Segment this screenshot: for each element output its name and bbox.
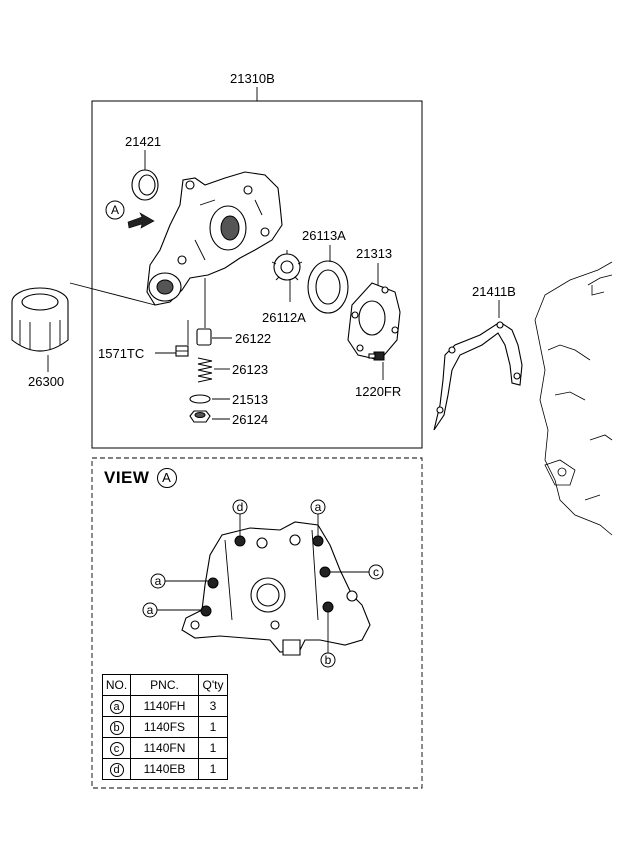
label-21421: 21421 bbox=[125, 134, 161, 149]
pump-cover-part bbox=[347, 282, 401, 361]
callout-a-bottom bbox=[142, 602, 158, 618]
view-title-marker: A bbox=[156, 468, 177, 488]
row-qty: 3 bbox=[198, 695, 228, 717]
leader-filter bbox=[69, 282, 156, 306]
callout-c bbox=[368, 564, 384, 580]
plunger-part bbox=[196, 328, 212, 346]
row-no: b bbox=[109, 720, 124, 735]
label-26122: 26122 bbox=[235, 331, 271, 346]
row-pnc: 1140EB bbox=[130, 758, 199, 780]
label-26124: 26124 bbox=[232, 412, 268, 427]
callout-a-bottom-label: a bbox=[147, 603, 154, 617]
callout-b bbox=[320, 652, 336, 668]
row-pnc: 1140FH bbox=[130, 695, 199, 717]
label-26300: 26300 bbox=[28, 374, 64, 389]
callout-c-label: c bbox=[373, 565, 379, 579]
label-26123: 26123 bbox=[232, 362, 268, 377]
plug-part bbox=[175, 345, 189, 357]
view-a-marker bbox=[105, 200, 125, 220]
label-1571tc: 1571TC bbox=[98, 346, 144, 361]
view-title-text: VIEW bbox=[104, 468, 150, 487]
callout-d-label: d bbox=[237, 500, 244, 514]
inner-rotor-part bbox=[271, 250, 303, 281]
view-pump-outline bbox=[181, 521, 371, 656]
callout-a-top bbox=[310, 499, 326, 515]
row-qty: 1 bbox=[198, 758, 228, 780]
header-no: NO. bbox=[102, 674, 131, 696]
callout-a-top-label: a bbox=[315, 500, 322, 514]
view-frame bbox=[91, 457, 423, 789]
row-qty: 1 bbox=[198, 716, 228, 738]
label-21513: 21513 bbox=[232, 392, 268, 407]
spring-part bbox=[197, 357, 213, 383]
screw-part bbox=[368, 351, 385, 361]
parts-table: NO. PNC. Q'ty a 1140FH 3 b 1140FS 1 c 11… bbox=[102, 674, 228, 780]
oil-filter-part bbox=[11, 287, 69, 352]
callout-b-label: b bbox=[325, 653, 332, 667]
label-1220fr: 1220FR bbox=[355, 384, 401, 399]
bolt-a-left bbox=[207, 577, 219, 589]
outer-rotor-part bbox=[307, 260, 349, 314]
label-21310b: 21310B bbox=[230, 71, 275, 86]
cap-part bbox=[189, 410, 211, 423]
callout-d bbox=[232, 499, 248, 515]
bolt-a-top bbox=[312, 535, 324, 547]
row-no: a bbox=[109, 699, 124, 714]
label-26112a: 26112A bbox=[262, 310, 306, 325]
gasket-part bbox=[433, 321, 523, 431]
row-pnc: 1140FN bbox=[130, 737, 199, 759]
view-title: VIEW A bbox=[104, 468, 177, 488]
bolt-c bbox=[319, 566, 331, 578]
table-row: a 1140FH 3 bbox=[102, 695, 228, 717]
view-arrow-icon bbox=[127, 212, 155, 229]
engine-block-outline bbox=[534, 261, 613, 536]
view-a-marker-label: A bbox=[111, 203, 119, 217]
label-21313: 21313 bbox=[356, 246, 392, 261]
label-21411b: 21411B bbox=[472, 284, 516, 299]
table-row: b 1140FS 1 bbox=[102, 716, 228, 738]
table-header-row: NO. PNC. Q'ty bbox=[102, 674, 228, 696]
bolt-d bbox=[234, 535, 246, 547]
row-pnc: 1140FS bbox=[130, 716, 199, 738]
table-row: c 1140FN 1 bbox=[102, 737, 228, 759]
row-qty: 1 bbox=[198, 737, 228, 759]
bolt-b bbox=[322, 601, 334, 613]
callout-a-left-label: a bbox=[155, 574, 162, 588]
header-pnc: PNC. bbox=[130, 674, 199, 696]
bolt-a-bottom bbox=[200, 605, 212, 617]
label-26113a: 26113A bbox=[302, 228, 346, 243]
oil-seal-part bbox=[131, 169, 159, 201]
oil-pump-body bbox=[146, 171, 283, 306]
table-row: d 1140EB 1 bbox=[102, 758, 228, 780]
header-qty: Q'ty bbox=[198, 674, 228, 696]
washer-part bbox=[189, 394, 211, 404]
callout-a-left bbox=[150, 573, 166, 589]
row-no: d bbox=[109, 762, 124, 777]
row-no: c bbox=[109, 741, 124, 756]
view-bolts bbox=[200, 535, 334, 617]
view-callouts: d a a a c b bbox=[142, 499, 384, 668]
